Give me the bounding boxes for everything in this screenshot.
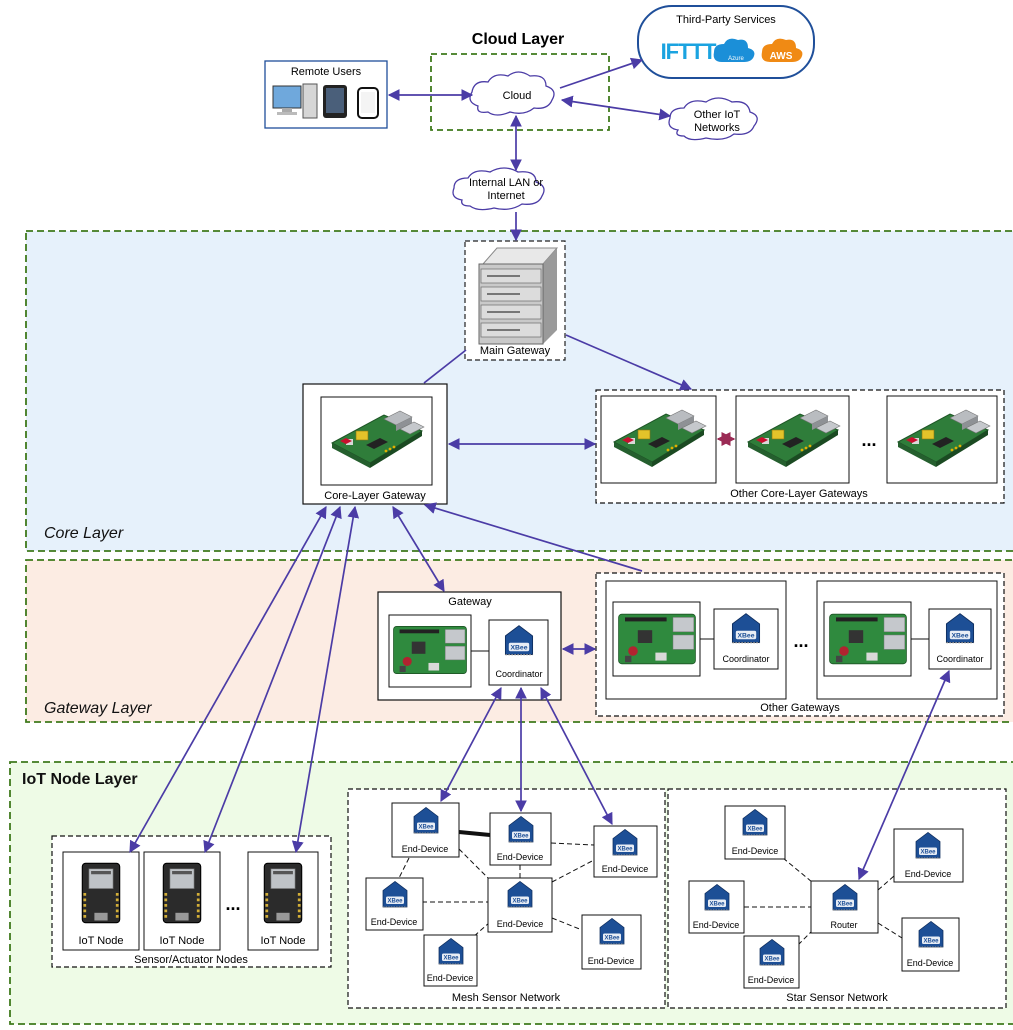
server-icon [478,247,559,345]
arrow-core-gateway [392,505,445,593]
star-network-label: Star Sensor Network [786,992,888,1004]
coordinator-label: Coordinator [722,654,769,664]
other-gateways-label: Other Gateways [760,702,840,714]
smartphone-icon [357,87,379,119]
gateway-ellipsis: ... [793,631,808,651]
end-device-node: End-Device [423,934,478,987]
svg-text:End-Device: End-Device [427,973,474,983]
third-party-services-box: Third-Party Services IFTTT Azure AWS [637,5,815,79]
desktop-computer-icon [272,83,318,119]
cloud-layer-title: Cloud Layer [472,31,564,48]
arrow-cloud-thirdparty [559,57,644,89]
cloud-label: Cloud [503,90,532,102]
end-device-node: End-Device [724,805,786,860]
gateway-layer-title: Gateway Layer [44,700,152,717]
svg-text:End-Device: End-Device [497,919,544,929]
iot-layer-title: IoT Node Layer [22,771,138,788]
svg-text:End-Device: End-Device [693,920,740,930]
svg-text:End-Device: End-Device [748,975,795,985]
esp32-board-icon [263,862,303,924]
aws-label: AWS [770,51,793,62]
other-iot-line1: Other IoT [694,109,741,121]
end-device-node: End-Device [688,880,745,934]
raspberry-pi-2-icon [393,626,467,674]
end-device-node: End-Device [365,877,424,931]
end-device-node: End-Device [391,802,460,858]
main-gateway-label: Main Gateway [480,345,551,357]
other-iot-networks-cloud: Other IoT Networks [668,97,758,141]
cloud-shape: Cloud [469,71,555,116]
svg-text:End-Device: End-Device [497,852,544,862]
iot-node-label: IoT Node [159,935,204,947]
arrow-coord-enddevice-a [440,686,502,803]
lan-line1: Internal LAN or [469,177,543,189]
end-device-node: End-Device [487,877,553,933]
svg-text:End-Device: End-Device [602,864,649,874]
arrow-cloud-otheriot [560,95,672,121]
svg-text:End-Device: End-Device [402,844,449,854]
esp32-board-icon [81,862,121,924]
gateway-box: Gateway Coordinator [377,591,562,701]
raspberry-pi-2-icon [618,613,696,665]
end-device-node: End-Device [489,812,552,866]
end-device-node: End-Device [593,825,658,878]
iot-node-ellipsis: ... [225,894,240,914]
other-iot-line2: Networks [694,122,740,134]
azure-cloud-icon: Azure [713,38,755,62]
end-device-node: End-Device [581,914,642,970]
lan-line2: Internet [487,190,524,202]
third-party-label: Third-Party Services [676,14,776,26]
arrow-coord-router [857,669,951,881]
internal-lan-cloud: Internal LAN or Internet [452,167,545,211]
core-layer-title: Core Layer [44,525,124,542]
iot-node-label: IoT Node [260,935,305,947]
remote-users-label: Remote Users [291,66,362,78]
core-gateway-label: Core-Layer Gateway [324,490,426,502]
esp32-board-icon [162,862,202,924]
sensor-actuator-label: Sensor/Actuator Nodes [134,954,248,966]
svg-text:End-Device: End-Device [732,846,779,856]
svg-text:End-Device: End-Device [371,917,418,927]
svg-text:End-Device: End-Device [588,956,635,966]
iot-node-label: IoT Node [78,935,123,947]
coordinator-label: Coordinator [936,654,983,664]
aws-cloud-icon: AWS [761,38,803,62]
end-device-node: End-Device [893,828,964,883]
other-gateways-box: Coordinator ... Coordinator Other Gatewa… [595,572,1005,717]
arrow-main-othercore [565,334,693,391]
azure-label: Azure [728,56,744,62]
connection-arrows [129,57,951,881]
gateway-label: Gateway [448,596,492,608]
mesh-sensor-network-box: End-Device End-Device End-Device End-Dev… [347,788,666,1009]
router-label: Router [830,920,857,930]
arrow-main-core [423,349,467,384]
svg-text:End-Device: End-Device [905,869,952,879]
other-core-gateways-box: ... Other Core-Layer Gateways [595,389,1005,504]
ifttt-logo: IFTTT [661,39,717,64]
svg-text:End-Device: End-Device [907,958,954,968]
router-node: Router [810,880,879,934]
mesh-network-label: Mesh Sensor Network [452,992,561,1004]
arrow-core-othergateways [423,502,643,572]
other-core-gateways-label: Other Core-Layer Gateways [730,488,868,500]
tablet-icon [323,85,347,118]
main-gateway-box: Main Gateway [464,240,566,361]
remote-users-box: Remote Users [264,60,388,129]
core-ellipsis: ... [861,430,876,450]
coordinator-label: Coordinator [495,669,542,679]
sensor-actuator-nodes-box: IoT Node IoT Node ... IoT Node Sensor/Ac… [51,835,332,968]
core-layer-gateway-box: Core-Layer Gateway [302,383,448,505]
arrow-coord-enddevice-c [540,686,613,826]
end-device-node: End-Device [901,917,960,972]
raspberry-pi-2-icon [829,613,907,665]
arrow-core-iotnode3 [291,505,360,854]
end-device-node: End-Device [743,935,800,989]
star-sensor-network-box: End-Device End-Device End-Device Router … [667,788,1007,1009]
